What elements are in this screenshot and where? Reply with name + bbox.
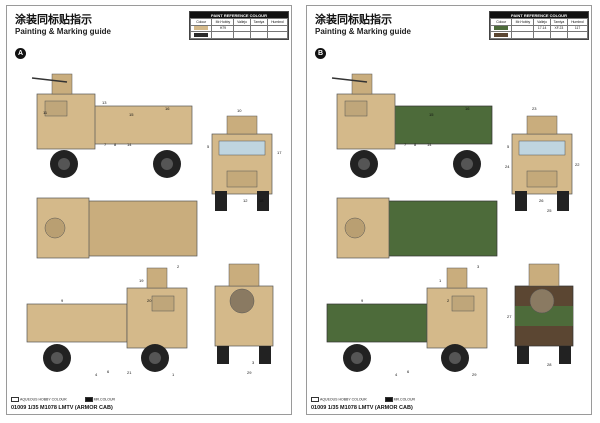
callout: 24	[505, 164, 510, 169]
paint-reference-table: PAINT REFERENCE COLOUR Colour Mr.Hobby V…	[489, 11, 589, 40]
callout: 19	[139, 278, 144, 283]
colour-legend: AQUEOUS HOBBY COLOUR MR.COLOUR	[11, 397, 115, 402]
callout: 5	[507, 144, 510, 149]
truck-front-view	[511, 115, 573, 211]
page-footer: 01009 1/35 M1078 LMTV (ARMOR CAB)	[311, 405, 413, 411]
callout: 14	[427, 142, 432, 147]
scheme-badge: A	[15, 48, 26, 59]
page-title-cn: 涂装同标贴指示	[15, 14, 92, 26]
legend-mr: MR.COLOUR	[393, 397, 416, 402]
callout: 4	[95, 372, 98, 377]
truck-top-view	[336, 197, 498, 259]
callout: 16	[465, 106, 470, 111]
callout: 20	[147, 298, 152, 303]
callout: 29	[247, 370, 252, 375]
paint-cell	[549, 31, 569, 39]
truck-front-view	[211, 115, 273, 211]
callout: 2	[447, 298, 450, 303]
callout: 28	[547, 362, 552, 367]
callout-labels: 16 15 11 13 7 8 14 5 10 17 12 18 19 20 6…	[43, 100, 282, 377]
callout: 18	[259, 198, 264, 203]
callout: 5	[207, 144, 210, 149]
scheme-badge: B	[315, 48, 326, 59]
callout: 15	[429, 112, 434, 117]
paint-cell	[567, 31, 588, 39]
truck-drawings-a: 16 15 11 13 7 8 14 5 10 17 12 18 19 20 6…	[26, 73, 282, 377]
callout: 27	[507, 314, 512, 319]
callout: 3	[477, 264, 480, 269]
callout: 13	[102, 100, 107, 105]
paint-reference-header: PAINT REFERENCE COLOUR	[490, 12, 588, 18]
callout: 6	[107, 369, 110, 374]
truck-side-view-rear	[26, 267, 188, 372]
page-title-cn: 涂装同标贴指示	[315, 14, 392, 26]
callout: 16	[165, 106, 170, 111]
callout: 10	[237, 108, 242, 113]
color-swatch	[194, 26, 209, 31]
callout: 11	[43, 110, 48, 115]
paint-row	[489, 31, 588, 39]
callout: 14	[127, 142, 132, 147]
paint-row	[189, 31, 288, 39]
truck-rear-view	[214, 263, 274, 364]
callout: 6	[407, 369, 410, 374]
truck-side-view	[31, 73, 193, 178]
callout: 23	[532, 106, 537, 111]
truck-top-view	[36, 197, 198, 259]
color-swatch	[494, 26, 509, 31]
guide-page-b: 涂装同标贴指示 Painting & Marking guide B PAINT…	[306, 5, 592, 415]
callout: 1	[439, 278, 442, 283]
callout: 22	[575, 162, 580, 167]
callout: 9	[61, 298, 64, 303]
callout: 15	[129, 112, 134, 117]
callout: 17	[277, 150, 282, 155]
truck-drawings-b: 16 15 7 8 14 23 24 5 25 26 22 27 28 29 6…	[326, 73, 580, 377]
truck-rear-view	[514, 263, 574, 364]
callout: 7	[104, 142, 107, 147]
callout: 3	[252, 360, 255, 365]
legend-aqueous: AQUEOUS HOBBY COLOUR	[20, 397, 67, 402]
callout: 1	[172, 372, 175, 377]
callout: 12	[243, 198, 248, 203]
page-title-en: Painting & Marking guide	[15, 27, 112, 36]
callout: 7	[404, 142, 407, 147]
color-swatch	[194, 33, 209, 38]
truck-side-view	[331, 73, 493, 178]
callout-labels: 16 15 7 8 14 23 24 5 25 26 22 27 28 29 6…	[361, 106, 580, 377]
callout: 29	[472, 372, 477, 377]
paint-cell	[249, 31, 269, 39]
page-title-en: Painting & Marking guide	[315, 27, 412, 36]
paint-reference-header: PAINT REFERENCE COLOUR	[190, 12, 288, 18]
guide-page-a: 涂装同标贴指示 Painting & Marking guide A PAINT…	[6, 5, 292, 415]
callout: 26	[539, 198, 544, 203]
callout: 9	[361, 298, 364, 303]
truck-side-view-rear	[326, 267, 488, 372]
color-swatch	[494, 33, 509, 38]
callout: 2	[177, 264, 180, 269]
legend-mr: MR.COLOUR	[93, 397, 116, 402]
paint-cell	[267, 31, 288, 39]
callout: 21	[127, 370, 132, 375]
legend-aqueous: AQUEOUS HOBBY COLOUR	[320, 397, 367, 402]
callout: 8	[114, 142, 117, 147]
callout: 8	[414, 142, 417, 147]
colour-legend: AQUEOUS HOBBY COLOUR MR.COLOUR	[311, 397, 415, 402]
page-footer: 01009 1/35 M1078 LMTV (ARMOR CAB)	[11, 405, 113, 411]
callout: 4	[395, 372, 398, 377]
callout: 25	[547, 208, 552, 213]
paint-reference-table: PAINT REFERENCE COLOUR Colour Mr.Hobby V…	[189, 11, 289, 40]
